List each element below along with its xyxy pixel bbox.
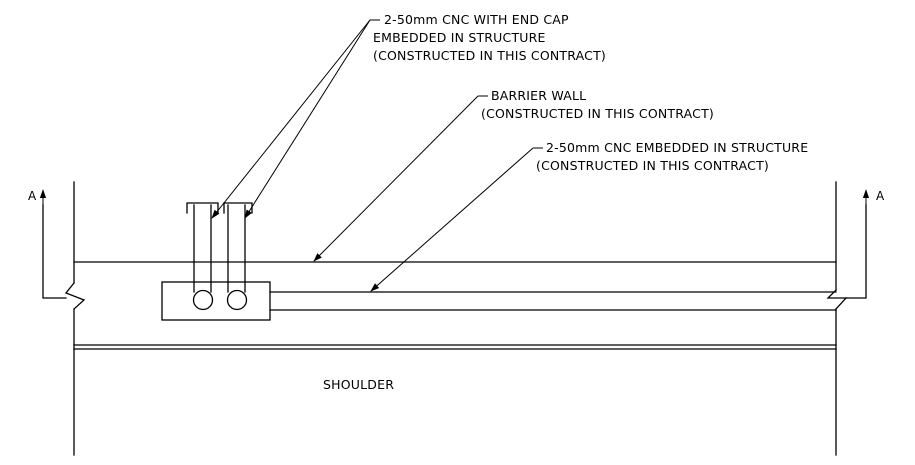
callout-line: EMBEDDED IN STRUCTURE <box>373 30 546 45</box>
leader-embedded-conduit <box>370 147 543 292</box>
callout-line: 2-50mm CNC WITH END CAP <box>384 12 569 27</box>
section-cut-right <box>845 189 870 299</box>
shoulder-edge-line <box>73 344 837 350</box>
junction-box <box>161 281 271 321</box>
callout-line: (CONSTRUCTED IN THIS CONTRACT) <box>373 48 606 63</box>
callout-conduit-end-cap: 2-50mm CNC WITH END CAP EMBEDDED IN STRU… <box>373 12 606 63</box>
left-structure-edge <box>64 181 86 456</box>
conduit-pair-end-cap <box>186 202 253 293</box>
conduit-section-circle <box>226 289 248 311</box>
shoulder-label: SHOULDER <box>323 377 394 392</box>
section-cut-label-right: A <box>876 189 885 203</box>
callout-line: (CONSTRUCTED IN THIS CONTRACT) <box>481 106 714 121</box>
embedded-conduit-run <box>269 291 837 311</box>
callout-line: 2-50mm CNC EMBEDDED IN STRUCTURE <box>546 140 808 155</box>
right-structure-edge <box>826 181 848 456</box>
conduit-section-circle <box>192 289 214 311</box>
leader-conduit-end-cap <box>211 19 380 219</box>
callout-line: (CONSTRUCTED IN THIS CONTRACT) <box>536 158 769 173</box>
leader-barrier-wall <box>313 95 488 262</box>
callout-barrier-wall: BARRIER WALL (CONSTRUCTED IN THIS CONTRA… <box>481 88 714 121</box>
section-cut-label-left: A <box>28 189 37 203</box>
section-cut-left <box>39 189 67 299</box>
callout-embedded-conduit: 2-50mm CNC EMBEDDED IN STRUCTURE (CONSTR… <box>536 140 808 173</box>
callout-line: BARRIER WALL <box>491 88 586 103</box>
